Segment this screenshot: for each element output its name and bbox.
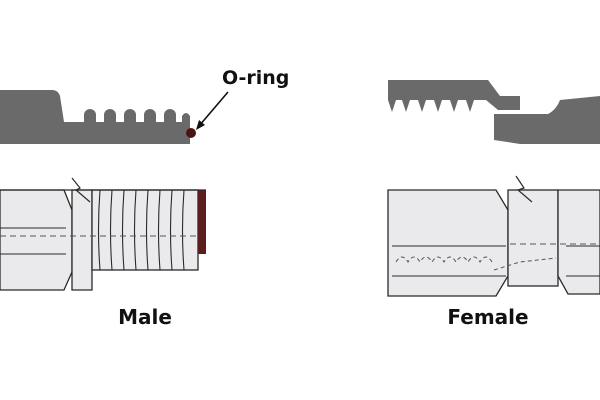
o-ring-dot — [186, 128, 196, 138]
male-neck — [71, 189, 93, 291]
male-cross-section — [0, 90, 196, 144]
male-label: Male — [118, 305, 172, 329]
male-fitting-body — [0, 177, 206, 291]
male-threads — [97, 189, 185, 271]
male-section-profile — [0, 90, 190, 144]
male-seal-band — [198, 190, 206, 254]
female-section-left — [388, 80, 520, 112]
female-break-mark — [515, 175, 533, 203]
o-ring-label: O-ring — [222, 67, 289, 89]
female-cross-section — [388, 80, 600, 144]
female-hex-nut-right — [557, 189, 600, 295]
female-taper — [493, 257, 557, 271]
o-ring-arrowhead — [196, 120, 205, 130]
o-ring-callout: O-ring — [196, 67, 289, 130]
female-label: Female — [447, 305, 528, 329]
female-hex-nut-left — [387, 189, 509, 297]
female-fitting-body — [387, 175, 600, 297]
female-section-right — [494, 96, 600, 144]
male-break-mark — [71, 177, 91, 203]
female-neck — [507, 189, 559, 287]
o-ring-arrow — [198, 91, 229, 127]
male-thread-body — [91, 189, 199, 271]
female-internal-threads — [395, 256, 493, 263]
male-hex-nut — [0, 189, 73, 291]
